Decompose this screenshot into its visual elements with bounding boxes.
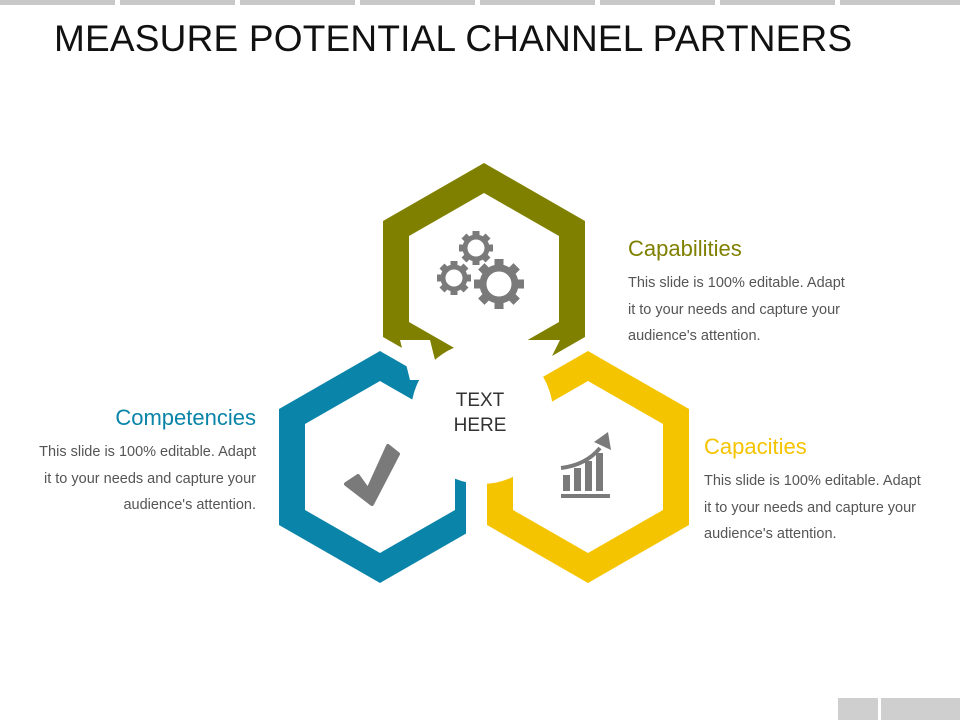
capacities-line: This slide is 100% editable. Adapt — [704, 473, 921, 489]
strip-segment — [840, 0, 960, 5]
strip-segment — [120, 0, 235, 5]
capacities-heading: Capacities — [704, 434, 807, 459]
capabilities-heading: Capabilities — [628, 236, 742, 261]
center-circle — [411, 342, 553, 484]
strip-segment — [720, 0, 835, 5]
competencies-heading: Competencies — [115, 405, 256, 430]
capacities-line: it to your needs and capture your — [704, 499, 916, 516]
capabilities-line: it to your needs and capture your — [628, 301, 840, 318]
capabilities-line: audience's attention. — [628, 328, 761, 344]
competencies-line: it to your needs and capture your — [44, 470, 256, 487]
competencies-line: audience's attention. — [123, 497, 256, 513]
strip-segment — [600, 0, 715, 5]
bottom-bar-segment — [881, 698, 960, 720]
strip-segment — [240, 0, 355, 5]
capabilities-block: Capabilities This slide is 100% editable… — [628, 236, 845, 350]
growth-chart-icon — [560, 432, 611, 498]
competencies-line: This slide is 100% editable. Adapt — [39, 444, 256, 460]
center-text-line2: HERE — [453, 415, 507, 436]
bottom-bar-segment — [838, 698, 878, 720]
capabilities-line: This slide is 100% editable. Adapt — [628, 275, 845, 291]
strip-segment — [360, 0, 475, 5]
center-text: TEXT HERE — [430, 388, 530, 438]
top-divider-strip — [0, 0, 960, 6]
slide-title: MEASURE POTENTIAL CHANNEL PARTNERS — [54, 18, 853, 59]
strip-segment — [0, 0, 115, 5]
competencies-text: This slide is 100% editable. Adapt it to… — [39, 439, 256, 519]
center-text-line1: TEXT — [455, 390, 505, 411]
checkmark-icon — [344, 444, 400, 506]
capacities-block: Capacities This slide is 100% editable. … — [704, 434, 921, 548]
capabilities-text: This slide is 100% editable. Adapt it to… — [628, 270, 845, 350]
strip-segment — [480, 0, 595, 5]
capacities-line: audience's attention. — [704, 526, 837, 542]
competencies-block: Competencies This slide is 100% editable… — [39, 405, 256, 519]
capacities-text: This slide is 100% editable. Adapt it to… — [704, 468, 921, 548]
